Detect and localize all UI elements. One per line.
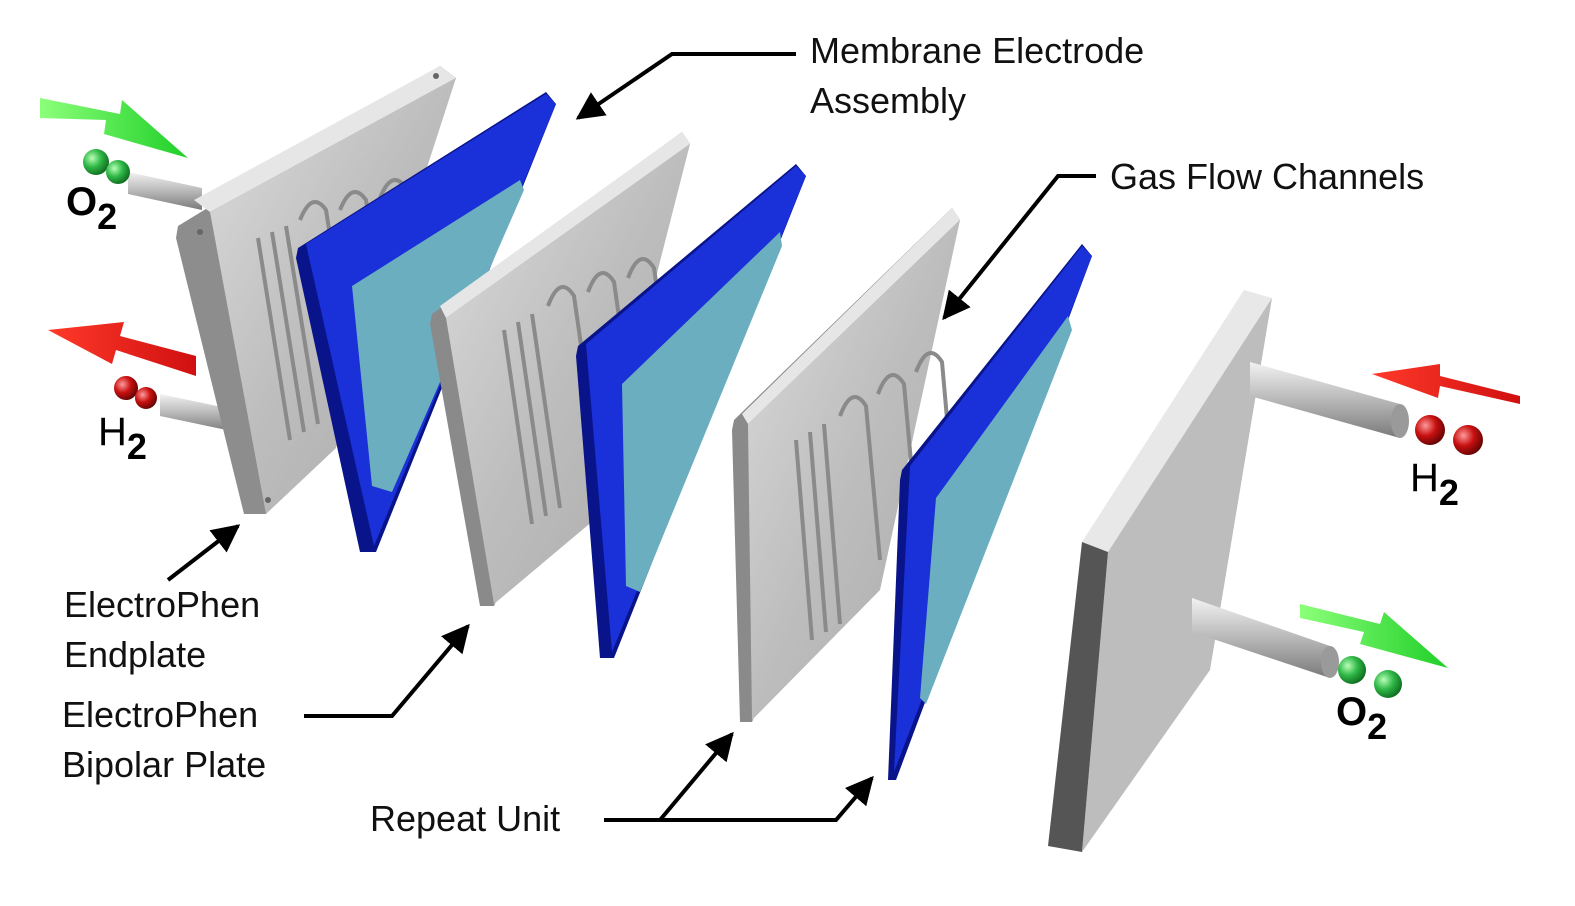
repeat-unit-leader-1	[604, 731, 734, 822]
h2-right-subscript: 2	[1438, 472, 1459, 513]
h2-label-left: H2	[98, 410, 147, 467]
repeat-unit-label: Repeat Unit	[370, 798, 561, 839]
mea-label-line1: Membrane Electrode	[810, 30, 1145, 71]
endplate-label: ElectroPhen Endplate	[64, 580, 260, 680]
repeat-unit-leader-2	[660, 775, 874, 822]
o2-molecule-left	[83, 149, 130, 184]
bipolar-label-line2: Bipolar Plate	[62, 744, 267, 785]
gas-flow-label: Gas Flow Channels	[1110, 156, 1425, 197]
h2-molecule-right	[1415, 415, 1483, 455]
o2-label-left: O2	[66, 180, 117, 237]
h2-label-right: H2	[1410, 456, 1459, 513]
mea-2	[576, 164, 806, 658]
h2-right-symbol: H	[1410, 456, 1439, 500]
o2-left-symbol: O	[66, 180, 98, 224]
o2-outlet-arrow-right	[1300, 604, 1448, 668]
o2-molecule-right	[1338, 656, 1402, 698]
h2-inlet-arrow-right	[1372, 364, 1520, 404]
h2-inlet-rod-right	[1250, 362, 1409, 438]
mea-3	[888, 244, 1092, 780]
endplate-label-line1: ElectroPhen	[64, 584, 261, 625]
bipolar-plate-2	[732, 208, 960, 722]
endplate-leader	[166, 524, 241, 582]
mea-label-line2: Assembly	[810, 80, 967, 121]
o2-left-subscript: 2	[97, 196, 118, 237]
o2-right-subscript: 2	[1367, 706, 1388, 747]
h2-molecule-left	[114, 376, 157, 409]
o2-right-symbol: O	[1336, 690, 1368, 734]
o2-label-right: O2	[1336, 690, 1387, 747]
h2-outlet-rod	[160, 394, 236, 432]
h2-left-symbol: H	[98, 410, 127, 454]
gas-flow-leader	[942, 174, 1096, 321]
o2-inlet-arrow	[40, 98, 188, 158]
h2-outlet-arrow	[48, 322, 196, 376]
o2-inlet-rod	[128, 172, 202, 210]
bipolar-leader	[304, 623, 470, 718]
right-endplate	[1048, 290, 1272, 852]
mea-leader	[575, 52, 796, 120]
o2-outlet-rod-right	[1192, 598, 1339, 678]
mea-label: Membrane Electrode Assembly	[810, 26, 1144, 126]
endplate-label-line2: Endplate	[64, 634, 207, 675]
bipolar-label: ElectroPhen Bipolar Plate	[62, 690, 266, 790]
bipolar-label-line1: ElectroPhen	[62, 694, 259, 735]
h2-left-subscript: 2	[126, 426, 147, 467]
leader-lines	[166, 52, 1096, 822]
bipolar-plate-1	[430, 132, 690, 606]
